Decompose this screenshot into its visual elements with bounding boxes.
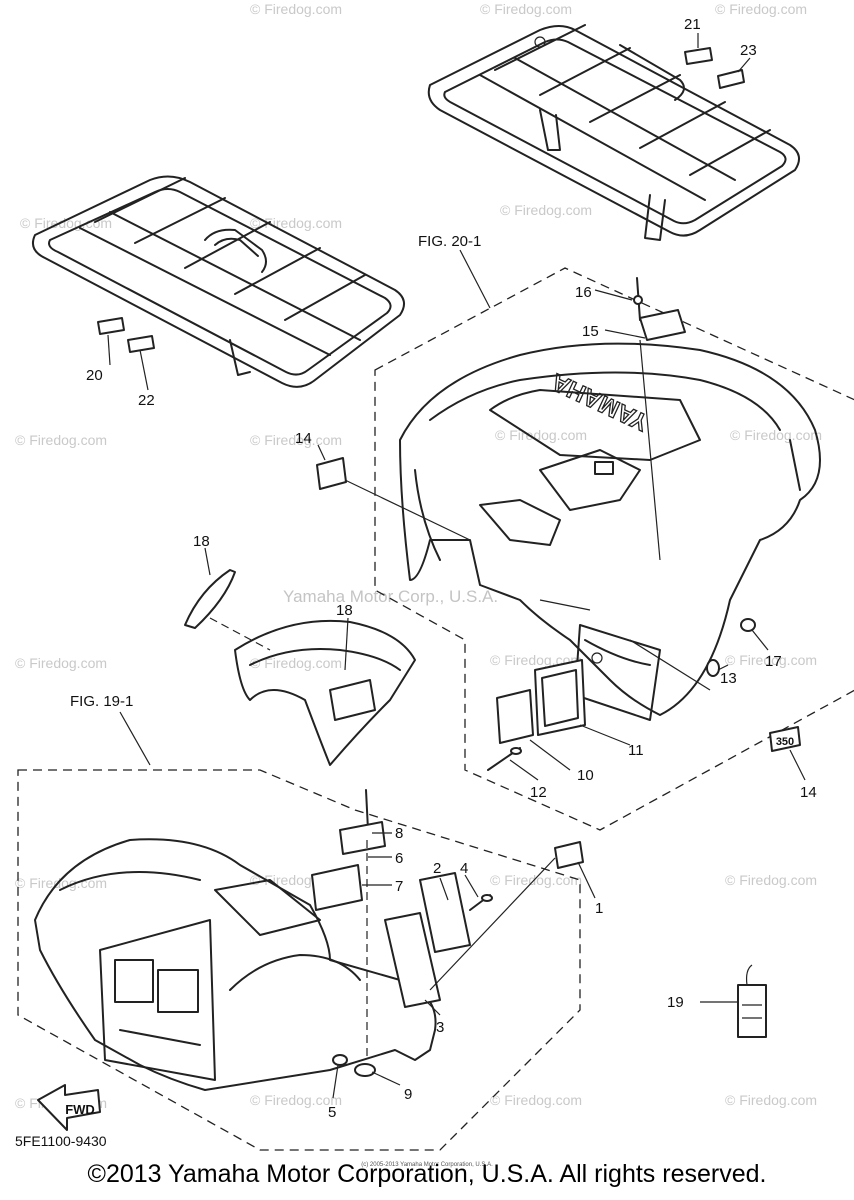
fender-brand-text: YAMAHA: [547, 368, 652, 436]
small-copyright: (c) 2005-2013 Yamaha Motor Corporation, …: [361, 1162, 493, 1168]
fig-ref-rear[interactable]: FIG. 20-1: [418, 233, 481, 250]
watermark: © Firedog.com: [15, 655, 107, 671]
callout-21: 21: [684, 16, 701, 33]
watermark: © Firedog.com: [250, 655, 342, 671]
center-watermark: Yamaha Motor Corp., U.S.A.: [283, 587, 498, 606]
callout-16: 16: [575, 284, 592, 301]
callout-15: 15: [582, 323, 599, 340]
watermark: © Firedog.com: [725, 1092, 817, 1108]
fwd-arrow-label: FWD: [65, 1102, 95, 1117]
watermark: © Firedog.com: [715, 1, 807, 17]
callout-23: 23: [740, 42, 757, 59]
callout-10: 10: [577, 767, 594, 784]
watermark: © Firedog.com: [250, 1, 342, 17]
front-fender-group: FWD: [17, 769, 584, 1151]
callout-6: 6: [395, 850, 403, 867]
callout-4: 4: [460, 860, 468, 877]
callout-17: 17: [765, 653, 782, 670]
watermark: © Firedog.com: [500, 202, 592, 218]
callout-22: 22: [138, 392, 155, 409]
callout-7: 7: [395, 878, 403, 895]
watermark: © Firedog.com: [495, 427, 587, 443]
watermark: © Firedog.com: [490, 1092, 582, 1108]
callout-3: 3: [436, 1019, 444, 1036]
copyright-footer: ©2013 Yamaha Motor Corporation, U.S.A. A…: [87, 1160, 767, 1188]
watermark: © Firedog.com: [725, 652, 817, 668]
rear-carrier: [427, 24, 800, 241]
watermark: © Firedog.com: [490, 872, 582, 888]
watermark: © Firedog.com: [725, 872, 817, 888]
tag-19: [700, 964, 767, 1038]
callout-8: 8: [395, 825, 403, 842]
rear-fender-group: YAMAHA 350: [316, 267, 854, 831]
callouts: 21 23 20 22 16 15 14 18 18 13 17 11 10 1…: [15, 16, 817, 1149]
doc-code: 5FE1100-9430: [15, 1133, 107, 1149]
callout-20: 20: [86, 367, 103, 384]
callout-2: 2: [433, 860, 441, 877]
watermark-layer: © Firedog.com © Firedog.com © Firedog.co…: [15, 1, 822, 1111]
watermark: © Firedog.com: [250, 432, 342, 448]
headlight-cover: [184, 569, 416, 766]
callout-12: 12: [530, 784, 547, 801]
callout-11: 11: [628, 742, 644, 759]
callout-9: 9: [404, 1086, 412, 1103]
watermark: © Firedog.com: [15, 875, 107, 891]
callout-18-cover: 18: [193, 533, 210, 550]
callout-5: 5: [328, 1104, 336, 1121]
fig-ref-front[interactable]: FIG. 19-1: [70, 693, 133, 710]
callout-14-reflector: 14: [295, 430, 312, 447]
callout-14-emblem: 14: [800, 784, 817, 801]
callout-13: 13: [720, 670, 737, 687]
watermark: © Firedog.com: [480, 1, 572, 17]
callout-19: 19: [667, 994, 684, 1011]
watermark: © Firedog.com: [15, 432, 107, 448]
watermark: © Firedog.com: [250, 1092, 342, 1108]
watermark: © Firedog.com: [20, 215, 112, 231]
front-carrier: [32, 175, 405, 388]
watermark: © Firedog.com: [250, 215, 342, 231]
emblem-350-text: 350: [776, 736, 794, 748]
callout-1: 1: [595, 900, 603, 917]
callout-18-cover-label: 18: [336, 602, 353, 619]
watermark: © Firedog.com: [730, 427, 822, 443]
leader-lines: [107, 33, 806, 1099]
